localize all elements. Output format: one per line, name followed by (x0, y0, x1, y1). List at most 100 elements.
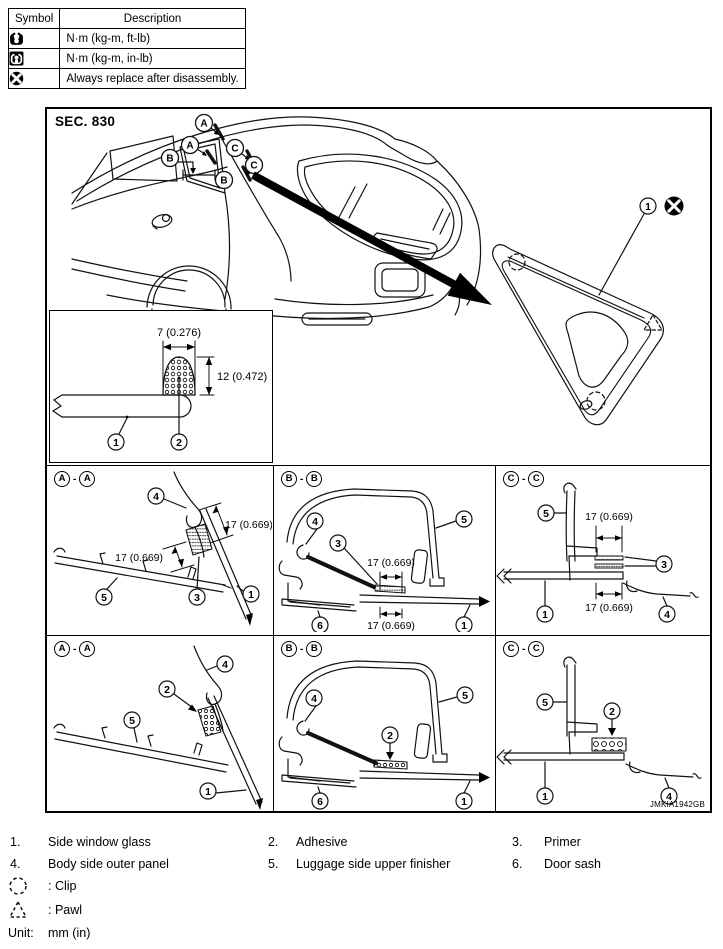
section-markers: A A B B C C (160, 113, 264, 190)
callout-5: 5 (537, 504, 555, 522)
panel-title-bb: B-B (281, 471, 323, 487)
symbol-description: N·m (kg-m, ft-lb) (59, 28, 246, 49)
clearance-label: 17 (0.669) (367, 620, 415, 632)
svg-text:4: 4 (222, 659, 228, 671)
table-row: N·m (kg-m, ft-lb) (7, 28, 246, 49)
symbol-description: N·m (kg-m, in-lb) (59, 48, 246, 69)
callout-1: 1 (536, 787, 554, 805)
adhesive-block (197, 705, 222, 737)
table-row: N·m (kg-m, in-lb) (7, 48, 246, 69)
callout-5: 5 (536, 693, 554, 711)
svg-text:C: C (231, 144, 238, 155)
car-rear-quarter-illustration: A A B B C C 1 (71, 113, 684, 426)
legend-item: 1. (10, 835, 21, 849)
side-window-glass-line (496, 749, 625, 765)
callout-2: 2 (170, 433, 188, 451)
clearance-dimension (379, 571, 403, 593)
luggage-finisher-line (53, 723, 229, 773)
panel-title-aa: A-A (54, 471, 96, 487)
legend-item: 3. (512, 835, 523, 849)
svg-text:4: 4 (666, 791, 672, 803)
svg-text:A: A (200, 119, 207, 130)
side-window-glass-detail: 1 (492, 196, 684, 426)
adhesive-block (591, 737, 627, 752)
luggage-finisher-line (286, 488, 445, 587)
svg-text:2: 2 (164, 684, 170, 696)
callout-2: 2 (603, 702, 621, 720)
door-sash-line (281, 598, 357, 612)
bead-height-label: 12 (0.472) (217, 371, 267, 383)
clearance-label: 17 (0.669) (585, 511, 633, 523)
svg-text:4: 4 (153, 491, 159, 503)
callout-4: 4 (660, 787, 678, 805)
svg-text:5: 5 (129, 715, 135, 727)
callout-4: 4 (306, 512, 324, 530)
side-window-glass-line (359, 594, 490, 607)
clearance-dimension (379, 606, 403, 619)
panel-title-bb: B-B (281, 641, 323, 657)
callout-4: 4 (147, 487, 165, 505)
callout-1: 1 (455, 616, 473, 632)
callout-5: 5 (95, 588, 113, 606)
legend-item-text: Door sash (544, 857, 601, 871)
adhesive-block (373, 759, 408, 770)
legend-item-text: Adhesive (296, 835, 348, 849)
svg-text:1: 1 (645, 201, 651, 213)
svg-text:6: 6 (317, 620, 323, 632)
callout-1: 1 (199, 782, 217, 800)
svg-text:2: 2 (387, 730, 393, 742)
svg-text:5: 5 (543, 508, 549, 520)
replace-after-disassembly-icon (9, 71, 24, 86)
side-window-glass-line (496, 568, 624, 584)
section-panel-aa-primer: A-A (47, 465, 274, 635)
svg-text:4: 4 (664, 609, 670, 621)
callout-5: 5 (456, 686, 474, 704)
glass-edge-section (51, 394, 192, 418)
svg-text:2: 2 (176, 437, 182, 449)
bead-width-label: 7 (0.276) (157, 327, 201, 339)
svg-text:A: A (186, 141, 193, 152)
symbol-table-header-symbol: Symbol (7, 8, 61, 29)
clip-legend-text: : Clip (48, 879, 77, 893)
detail-pointer-arrow (251, 171, 492, 305)
callout-4: 4 (305, 689, 323, 707)
main-diagram-frame: SEC. 830 (45, 107, 712, 813)
clearance-label: 17 (0.669) (225, 519, 272, 531)
adhesive-bead-dimension-inset: 7 (0.276) 12 (0.472) 1 2 (49, 310, 273, 463)
drawing-id: JMKIA1942GB (649, 800, 705, 809)
callout-6: 6 (311, 616, 329, 632)
primer-block (594, 555, 624, 569)
panel-title-cc: C-C (503, 471, 545, 487)
callout-4: 4 (216, 655, 234, 673)
legend-item-text: Body side outer panel (48, 857, 169, 871)
svg-text:1: 1 (542, 791, 548, 803)
legend-item: 6. (512, 857, 523, 871)
callout-1: 1 (242, 585, 260, 603)
panel-title-cc: C-C (503, 641, 545, 657)
unit-label: Unit: (8, 926, 34, 940)
section-panel-cc-adhesive: C-C (496, 635, 710, 811)
svg-text:5: 5 (542, 697, 548, 709)
symbol-table: Symbol Description N·m (kg-m, ft-lb) (7, 8, 246, 89)
section-panel-cc-primer: C-C 17 (0.669) (496, 465, 710, 635)
svg-text:1: 1 (205, 786, 211, 798)
symbol-table-header-description: Description (59, 8, 246, 29)
bead-width-dimension (162, 340, 196, 392)
body-side-outer-panel-line (278, 720, 378, 782)
clip-symbol (508, 253, 526, 271)
section-number-label: SEC. 830 (55, 114, 116, 129)
panel-title-aa: A-A (54, 641, 96, 657)
svg-text:C: C (250, 161, 257, 172)
svg-text:4: 4 (312, 516, 318, 528)
callout-5: 5 (455, 510, 473, 528)
section-panel-aa-adhesive: A-A 4 (47, 635, 274, 811)
adhesive-bead (162, 356, 196, 396)
callout-1: 1 (639, 197, 657, 215)
primer-block (374, 584, 406, 594)
section-marker-a: A (180, 135, 200, 155)
torque-wrench-icon (10, 31, 23, 45)
legend-item: 4. (10, 857, 21, 871)
torque-wrench-filled-icon (9, 51, 24, 66)
callout-1: 1 (107, 433, 125, 451)
